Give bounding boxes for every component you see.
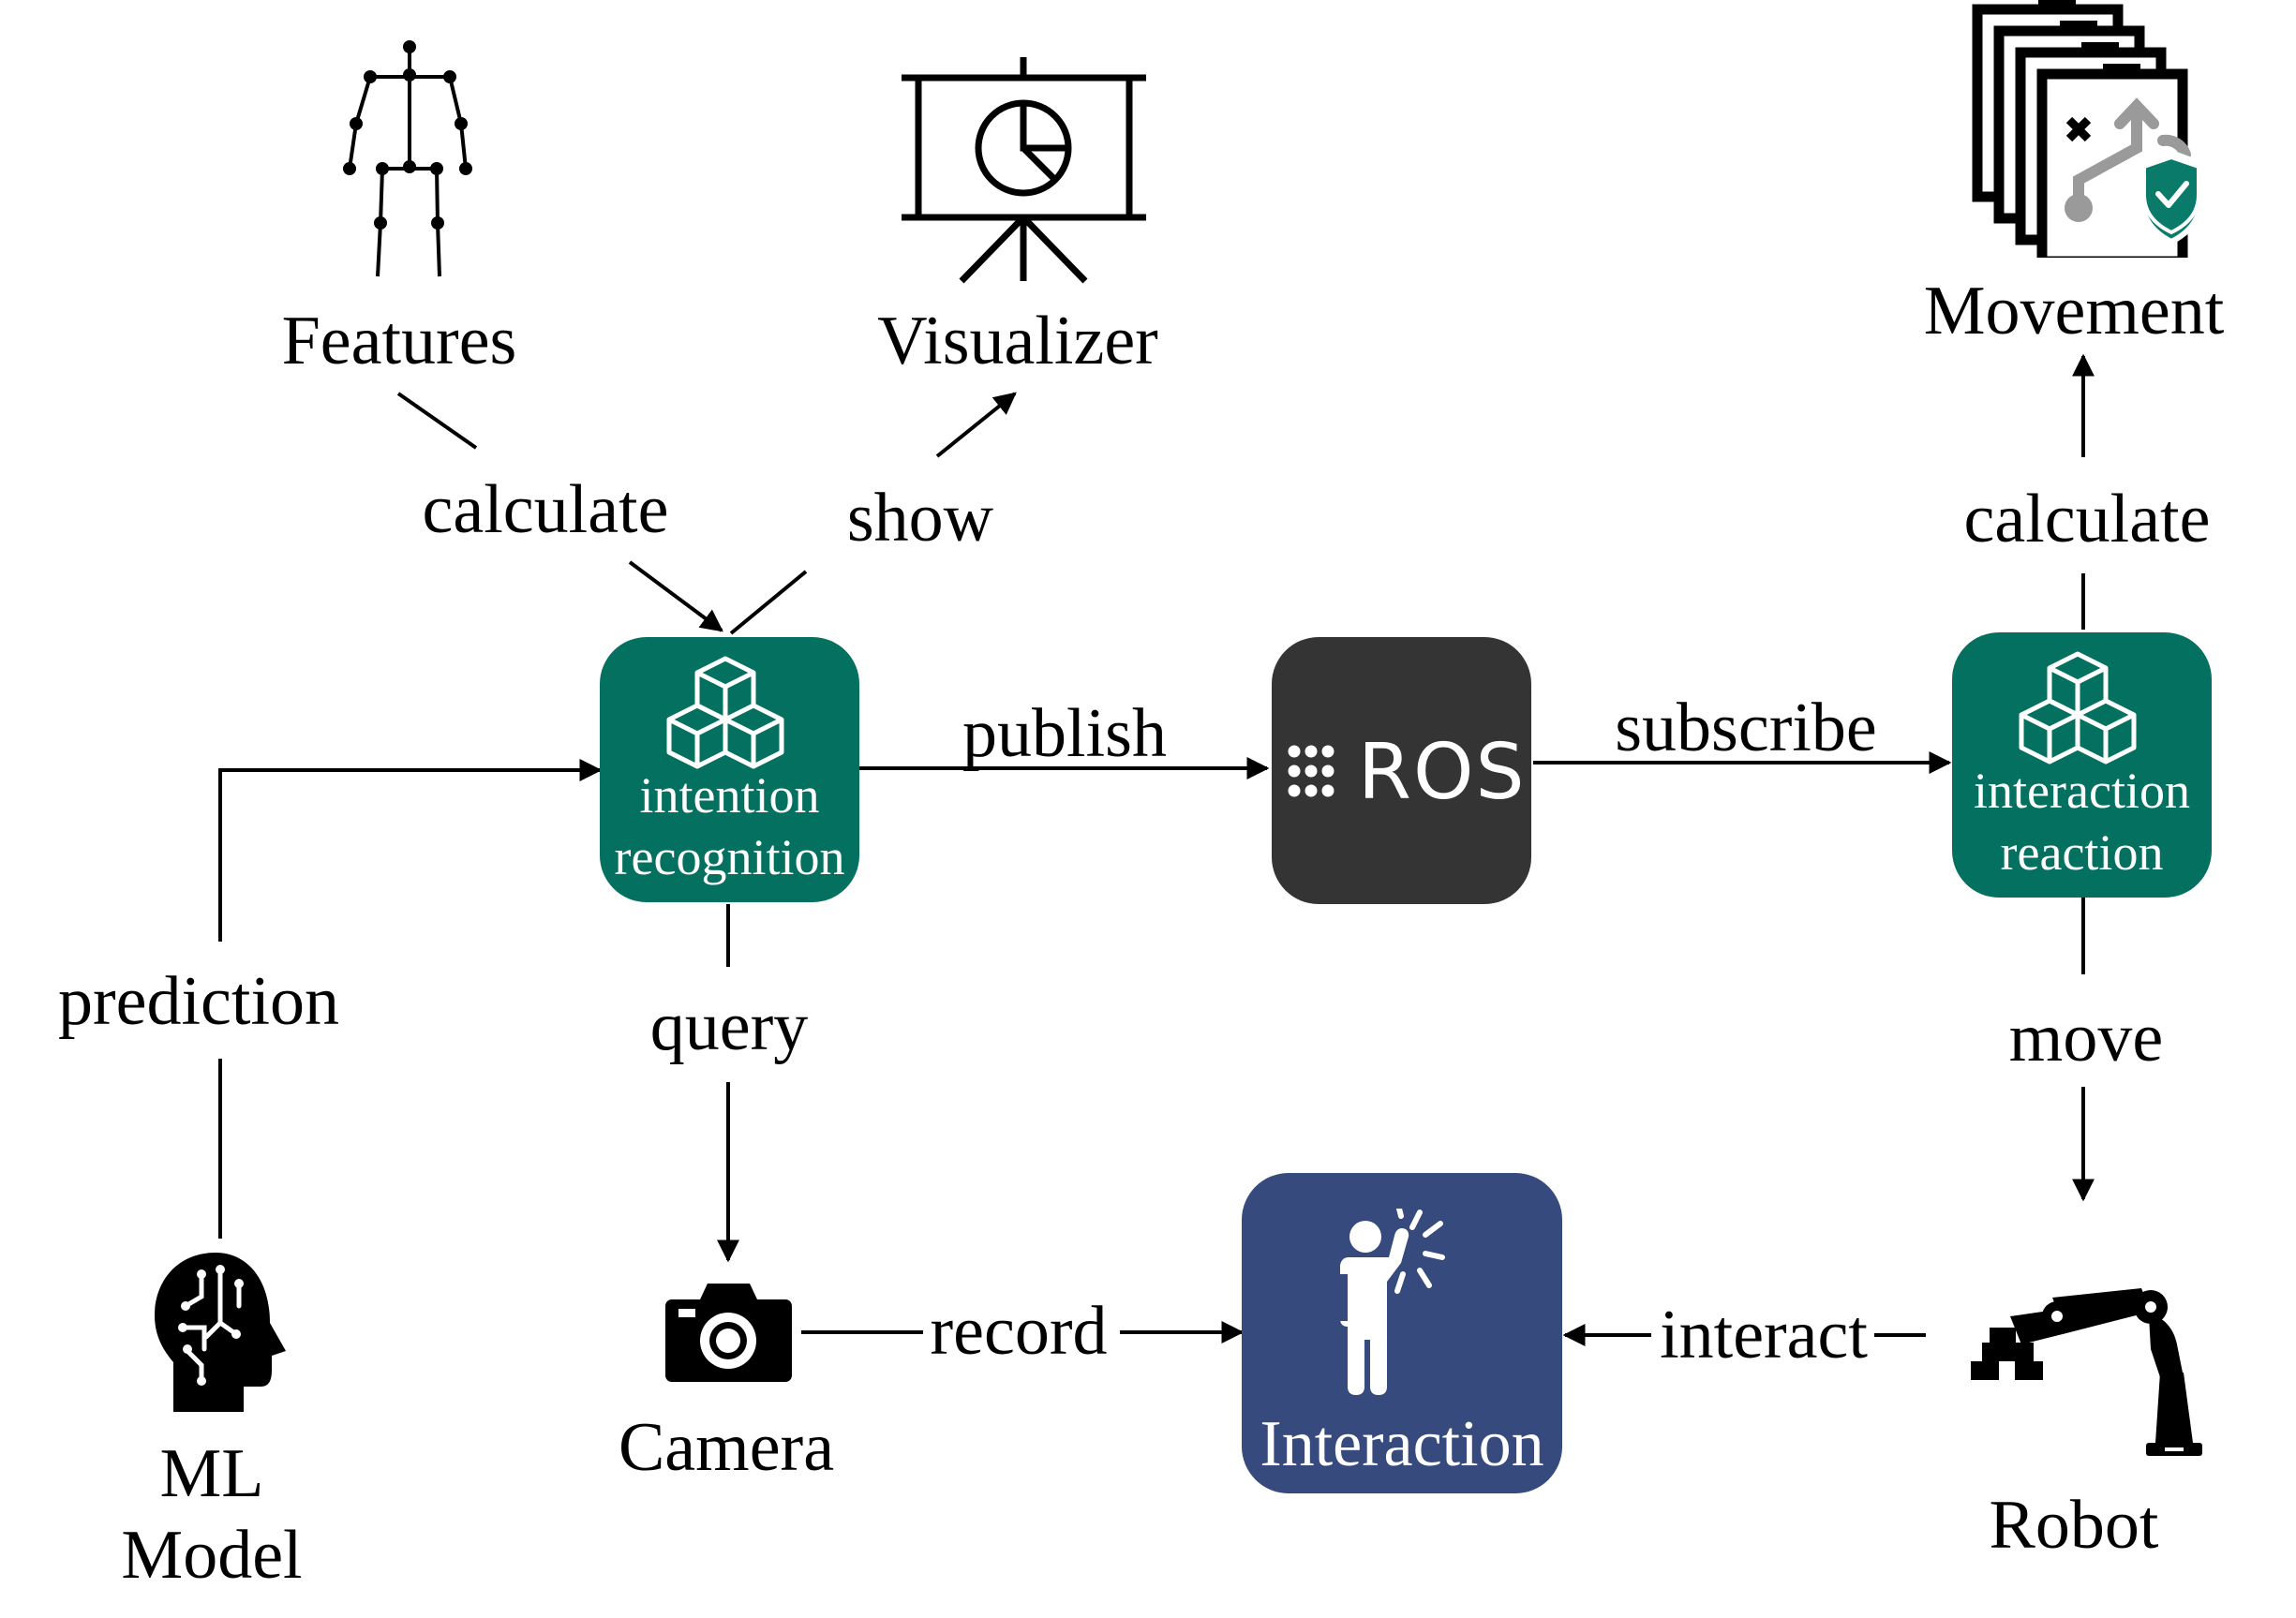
interaction-node: Interaction — [1242, 1173, 1562, 1493]
features-label: Features — [281, 303, 517, 379]
edge-features-calculate — [396, 392, 478, 450]
intention-recognition-node: intention recognition — [600, 637, 859, 902]
ros-logo-icon — [1288, 745, 1334, 797]
camera-label: Camera — [618, 1409, 835, 1486]
reaction-line2: reaction — [2000, 824, 2164, 881]
edge-label-calculate-left: calculate — [422, 471, 669, 548]
edge-intention-show — [729, 570, 808, 635]
skeleton-icon — [343, 40, 472, 277]
movement-plan-icon — [1972, 0, 2204, 258]
robot-label: Robot — [1989, 1487, 2159, 1564]
reaction-line1: interaction — [1974, 763, 2190, 819]
presentation-chart-icon — [902, 57, 1146, 284]
visualizer-label: Visualizer — [877, 303, 1158, 379]
camera-icon — [665, 1284, 792, 1382]
ml-model-line2: Model — [121, 1517, 303, 1594]
edge-label-calculate-right: calculate — [1963, 481, 2211, 557]
edge-label-show: show — [846, 480, 994, 557]
movement-label: Movement — [1923, 273, 2225, 349]
brain-circuit-icon — [155, 1253, 286, 1412]
robot-arm-icon — [1971, 1288, 2202, 1456]
intention-line2: recognition — [614, 829, 845, 885]
edge-show-visualizer — [935, 392, 1017, 458]
edge-prediction-intention — [218, 759, 603, 942]
ros-node: ROS — [1272, 637, 1531, 904]
cubes-icon — [2019, 651, 2137, 764]
edge-label-interact: interact — [1660, 1297, 1868, 1373]
edge-calculate-intention — [628, 560, 723, 632]
edge-label-publish: publish — [962, 695, 1167, 772]
edge-label-record: record — [930, 1293, 1108, 1370]
edge-label-query: query — [649, 988, 809, 1065]
interaction-reaction-node: interaction reaction — [1952, 632, 2212, 898]
intention-line1: intention — [639, 767, 820, 824]
cubes-icon — [666, 656, 784, 769]
edge-label-prediction: prediction — [57, 963, 340, 1040]
person-gesture-icon — [1340, 1209, 1445, 1395]
interaction-label: Interaction — [1260, 1408, 1544, 1480]
ml-model-line1: ML — [159, 1435, 264, 1512]
ros-label: ROS — [1358, 728, 1527, 817]
edge-label-subscribe: subscribe — [1615, 690, 1877, 766]
edge-label-move: move — [2008, 1000, 2164, 1076]
